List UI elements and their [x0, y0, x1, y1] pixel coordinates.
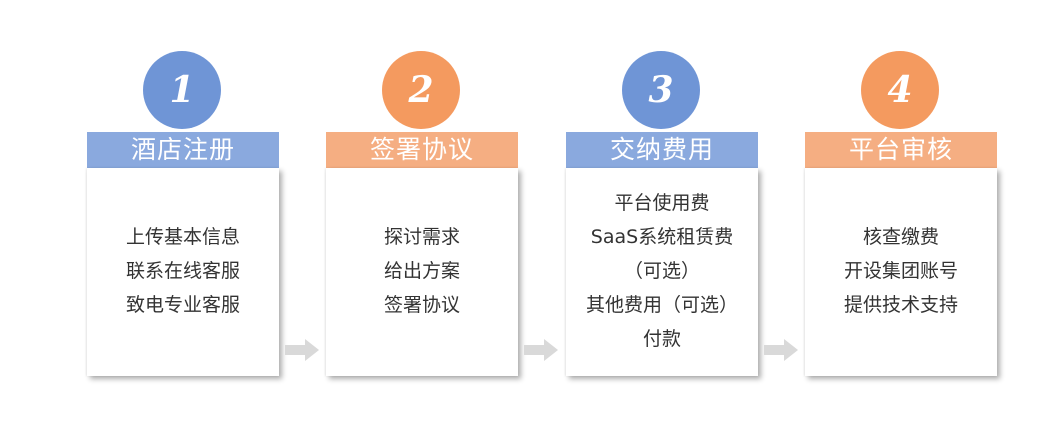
step-line: 给出方案	[383, 260, 460, 282]
step-number-badge: 3	[622, 51, 700, 129]
step-line: 联系在线客服	[125, 260, 240, 282]
step-card: 上传基本信息 联系在线客服 致电专业客服	[87, 168, 279, 376]
arrow-right-icon	[285, 339, 319, 361]
arrow-right-icon	[524, 339, 558, 361]
step-line: 其他费用（可选）	[585, 294, 738, 316]
step-line: 致电专业客服	[125, 294, 240, 316]
step-1: 1 酒店注册 上传基本信息 联系在线客服 致电专业客服	[87, 0, 279, 423]
step-line: 探讨需求	[383, 226, 460, 248]
arrow-right-icon	[764, 339, 798, 361]
step-card: 探讨需求 给出方案 签署协议	[326, 168, 518, 376]
step-line: 开设集团账号	[843, 260, 958, 282]
step-line: 平台使用费	[614, 192, 710, 214]
step-number-badge: 1	[143, 51, 221, 129]
step-line: 提供技术支持	[843, 294, 958, 316]
step-line: 核查缴费	[862, 226, 939, 248]
step-line: （可选）	[623, 260, 700, 282]
step-card: 平台使用费 SaaS系统租赁费 （可选） 其他费用（可选） 付款	[566, 168, 758, 376]
step-4: 4 平台审核 核查缴费 开设集团账号 提供技术支持	[805, 0, 997, 423]
step-number-badge: 2	[382, 51, 460, 129]
step-2: 2 签署协议 探讨需求 给出方案 签署协议	[326, 0, 518, 423]
step-number-badge: 4	[861, 51, 939, 129]
step-line: 上传基本信息	[125, 226, 240, 248]
step-line: 签署协议	[383, 294, 460, 316]
step-card: 核查缴费 开设集团账号 提供技术支持	[805, 168, 997, 376]
step-title: 酒店注册	[87, 132, 279, 168]
step-line: 付款	[642, 328, 681, 350]
step-line: SaaS系统租赁费	[590, 226, 734, 248]
step-title: 签署协议	[326, 132, 518, 168]
step-3: 3 交纳费用 平台使用费 SaaS系统租赁费 （可选） 其他费用（可选） 付款	[566, 0, 758, 423]
step-title: 交纳费用	[566, 132, 758, 168]
step-title: 平台审核	[805, 132, 997, 168]
